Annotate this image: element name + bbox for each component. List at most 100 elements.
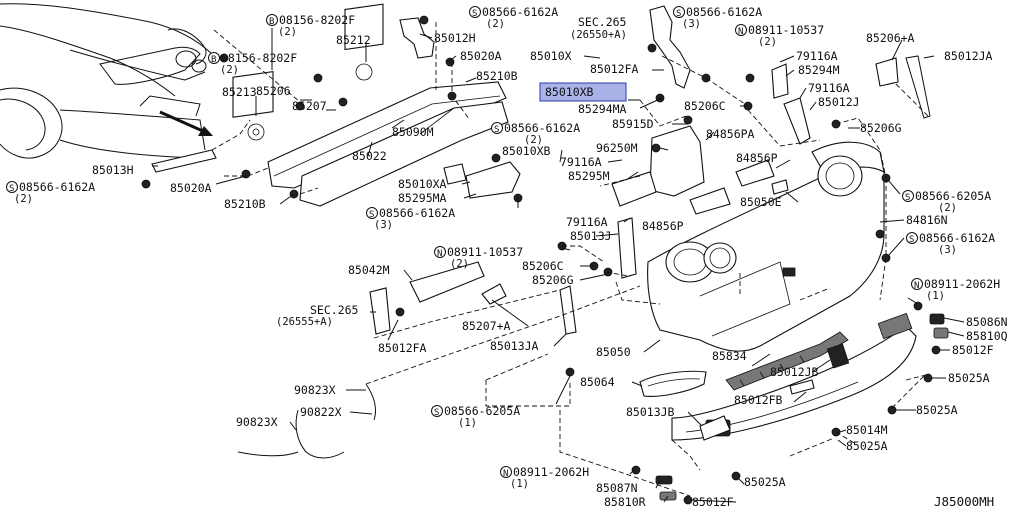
label-screw-s8-qty: (3) — [938, 244, 957, 256]
label-85020A-left: 85020A — [170, 181, 212, 195]
label-nut-n1: 08911-10537 — [748, 23, 824, 37]
screw-icon: S — [902, 190, 914, 203]
label-screw-s2-qty: (2) — [486, 18, 505, 30]
bracket-85294M — [771, 63, 789, 99]
label-85022: 85022 — [352, 149, 387, 163]
clip-85810Q — [933, 327, 949, 339]
strip-85012JA — [905, 55, 931, 119]
label-screw-s1: 08566-6162A — [19, 180, 95, 194]
label-screw-s6: 08566-6162A — [379, 206, 455, 220]
nut-icon: N — [500, 466, 512, 479]
nut-icon: N — [911, 278, 923, 291]
seal-85042M — [409, 261, 485, 303]
stay-85050E — [771, 179, 789, 195]
label-85012F-right: 85012F — [952, 343, 994, 357]
svg-text:N: N — [914, 281, 919, 291]
bumper-reinforcement-85090M — [267, 81, 509, 207]
label-84856PA: 84856PA — [706, 127, 755, 141]
reference-lines — [211, 22, 931, 497]
label-85012H: 85012H — [434, 31, 476, 45]
label-79116A-3: 79116A — [560, 155, 602, 169]
energy-absorber-84816N — [611, 125, 775, 215]
label-90822X: 90822X — [300, 405, 342, 419]
label-sec265a: SEC.265 — [578, 15, 626, 29]
svg-text:S: S — [9, 184, 14, 194]
label-85090M: 85090M — [392, 125, 434, 139]
label-84856P-2: 84856P — [642, 219, 684, 233]
label-bolt-b1-qty: (2) — [278, 26, 297, 38]
screw-icon: S — [673, 6, 685, 19]
label-screw-s9: 08566-6205A — [444, 404, 520, 418]
label-bolt-b2: 08156-8202F — [221, 51, 297, 65]
fasteners — [141, 15, 941, 505]
bracket-85010XB-top — [399, 17, 435, 59]
label-90823X-1: 90823X — [294, 383, 336, 397]
label-85050: 85050 — [596, 345, 631, 359]
label-85012JB: 85012JB — [770, 365, 819, 379]
label-85012J: 85012J — [818, 95, 860, 109]
highlighted-part-85010XB[interactable]: 85010XB — [539, 82, 627, 102]
label-85025A-2: 85025A — [916, 403, 958, 417]
svg-text:B: B — [211, 55, 216, 65]
bracket-85212 — [344, 3, 384, 81]
label-nut-n3-qty: (1) — [926, 290, 945, 302]
label-85025A-3: 85025A — [846, 439, 888, 453]
label-85010XB-highlight: 85010XB — [545, 85, 594, 99]
label-nut-n1-qty: (2) — [758, 36, 777, 48]
label-85012FA-top: 85012FA — [590, 62, 639, 76]
svg-text:S: S — [434, 408, 439, 418]
label-85210B-top: 85210B — [476, 69, 518, 83]
svg-text:S: S — [909, 235, 914, 245]
clip-85086N — [929, 313, 945, 325]
stay-85013H — [151, 149, 217, 173]
label-sec265b: SEC.265 — [310, 303, 358, 317]
bracket-85012FA-top — [649, 5, 691, 89]
label-85206C-mid: 85206C — [522, 259, 564, 273]
svg-text:S: S — [369, 210, 374, 220]
label-85010XB: 85010XB — [502, 144, 551, 158]
label-85064: 85064 — [580, 375, 615, 389]
label-85294M: 85294M — [798, 63, 840, 77]
grille-85012JB — [826, 343, 850, 369]
label-nut-n2-qty: (2) — [450, 258, 469, 270]
grille-85834 — [725, 331, 849, 391]
label-screw-s5: 08566-6205A — [915, 189, 991, 203]
bracket-85013J — [617, 217, 637, 279]
label-84856P-1: 84856P — [736, 151, 778, 165]
bumper-fascia-85050 — [647, 141, 885, 352]
diagram-code: J85000MH — [934, 494, 994, 509]
label-85206G-top: 85206G — [860, 121, 902, 135]
label-screw-s6-qty: (3) — [374, 219, 393, 231]
screw-icon: S — [366, 207, 378, 220]
label-85810Q: 85810Q — [966, 329, 1008, 343]
direction-arrow — [159, 110, 213, 136]
label-nut-n4: 08911-2062H — [513, 465, 589, 479]
bolt-icon: B — [208, 52, 220, 65]
screw-icon: S — [431, 405, 443, 418]
label-85206G-mid: 85206G — [532, 273, 574, 287]
bracket-85206A — [875, 57, 899, 87]
label-85050E: 85050E — [740, 195, 782, 209]
label-screw-s4-qty: (2) — [524, 134, 543, 146]
label-85020A-top: 85020A — [460, 49, 502, 63]
svg-text:N: N — [437, 249, 442, 259]
label-85013J: 85013J — [570, 229, 612, 243]
bracket-85207A — [481, 283, 507, 305]
label-nut-n2: 08911-10537 — [447, 245, 523, 259]
label-85212: 85212 — [336, 33, 371, 47]
label-85010X: 85010X — [530, 49, 572, 63]
bracket-sec265b — [369, 287, 391, 335]
label-screw-s4: 08566-6162A — [504, 121, 580, 135]
label-85810R: 85810R — [604, 495, 646, 509]
label-85915D: 85915D — [612, 117, 654, 131]
label-85012JA: 85012JA — [944, 49, 993, 63]
label-sec265a-ref: (26550+A) — [570, 29, 627, 41]
label-screw-s3: 08566-6162A — [686, 5, 762, 19]
svg-text:S: S — [905, 193, 910, 203]
nut-icon: N — [434, 246, 446, 259]
molding-90823X — [237, 383, 377, 459]
label-85295M: 85295M — [568, 169, 610, 183]
part-labels: 85013H 08566-6162A (2) 08156-8202F (2) 0… — [14, 5, 1008, 509]
label-bolt-b2-qty: (2) — [220, 64, 239, 76]
